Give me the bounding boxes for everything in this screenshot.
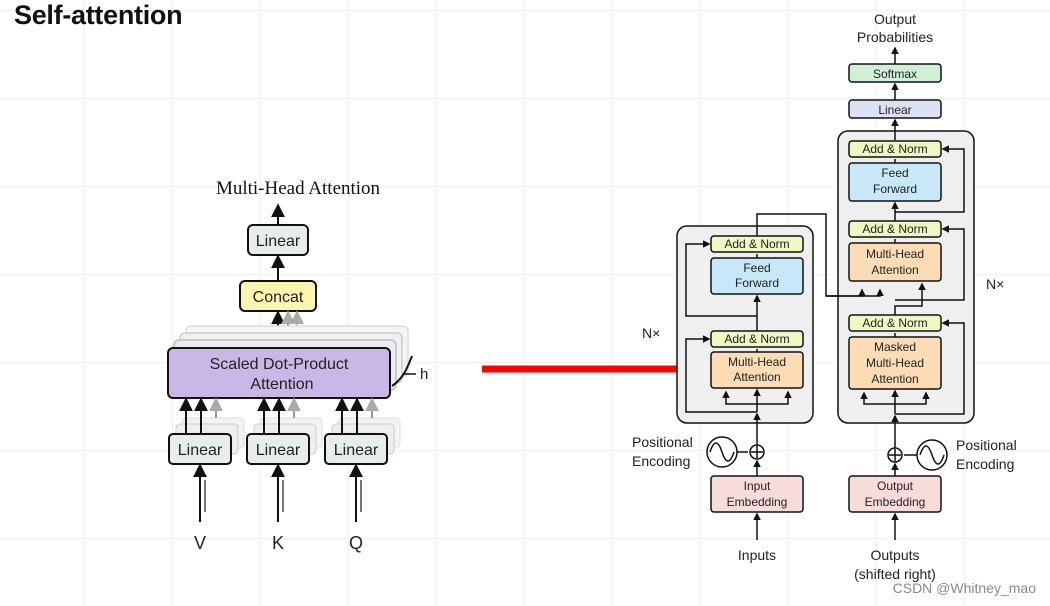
input-k-label: K [272,533,284,553]
encoder-residuals [685,240,792,413]
output-probabilities-line2: Probabilities [857,29,933,45]
decoder-add-norm-mid-label: Add & Norm [862,222,927,236]
encoder-add-norm-top-label: Add & Norm [724,237,789,251]
mha-concat-label: Concat [253,289,304,306]
input-q-label: Q [349,533,363,553]
output-embedding-line2: Embedding [865,495,926,509]
decoder-residuals [860,145,965,415]
decoder-add-norm-bottom-label: Add & Norm [862,316,927,330]
encoder-mha-line1: Multi-Head [728,355,786,369]
decoder-positional-line1: Positional [956,437,1017,453]
encoder-positional-line2: Encoding [632,453,690,469]
decoder-mha-line2: Attention [871,263,918,277]
decoder-add-norm-top-box [848,140,942,158]
input-v-label: V [194,533,206,553]
sine-wave [919,445,945,465]
decoder-positional-line2: Encoding [956,456,1014,472]
outputs-label-line1: Outputs [870,547,919,563]
inputs-label: Inputs [738,547,776,563]
encoder-ff-line2: Forward [735,276,779,290]
encoder-nx-label: N× [642,325,660,341]
decoder-masked-line1: Masked [874,340,916,354]
heads-bracket [391,355,413,387]
mha-linear-top-label: Linear [256,233,301,250]
sdpa-label-line2: Attention [250,376,313,393]
encoder-to-decoder-path [756,213,884,297]
decoder-ff-line2: Forward [873,182,917,196]
encoder-to-decoder-path [826,288,866,297]
sdpa-label-line1: Scaled Dot-Product [210,356,349,373]
encoder-ff-line1: Feed [743,261,770,275]
input-arrows [193,463,363,522]
red-pointer-arrow [482,360,710,378]
decoder-nx-label: N× [986,276,1004,292]
output-embedding-line1: Output [877,479,914,493]
encoder-mha-line2: Attention [733,370,780,384]
linear-k-label: Linear [256,442,301,459]
input-embedding-line1: Input [744,479,771,493]
heads-label: h [420,366,428,383]
outputs-label-line2: (shifted right) [854,566,936,582]
encoder-positional-line1: Positional [632,434,693,450]
decoder-mha-line1: Multi-Head [866,247,924,261]
multi-head-attention-diagram: Multi-Head Attention Linear Concat Scale… [167,178,428,553]
linear-v-label: Linear [178,442,223,459]
arrow [894,282,926,315]
sine-wave [709,442,735,462]
encoder-add-norm-bottom-label: Add & Norm [724,332,789,346]
decoder-masked-line2: Multi-Head [866,356,924,370]
decoder-masked-line3: Attention [871,372,918,386]
decoder-ff-line1: Feed [881,166,908,180]
linear-q-label: Linear [334,442,379,459]
transformer-linear-label: Linear [878,103,911,117]
encoder-block [676,225,814,424]
watermark: CSDN @Whitney_mao [892,580,1036,596]
decoder-add-norm-top-label: Add & Norm [862,142,927,156]
mha-title: Multi-Head Attention [216,178,381,199]
softmax-label: Softmax [873,67,917,81]
linear-to-sdpa-arrows [179,397,379,434]
page-title: Self-attention [14,0,183,30]
input-embedding-line2: Embedding [727,495,788,509]
output-probabilities-line1: Output [874,11,916,27]
transformer-diagram: Output Probabilities Softmax Linear Add … [632,11,1017,582]
